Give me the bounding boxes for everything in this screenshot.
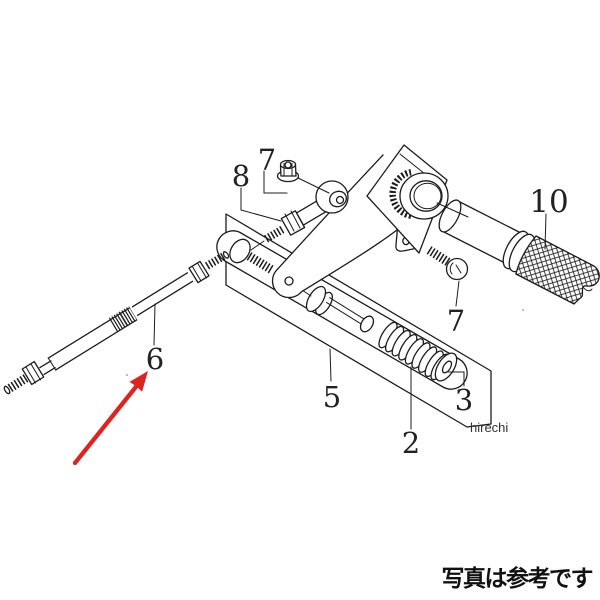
rod-locknut-left <box>21 360 45 386</box>
leader-lines <box>153 170 547 430</box>
shift-rod <box>3 250 230 395</box>
flange-nut <box>276 159 300 183</box>
footpeg <box>436 199 600 305</box>
spline-teeth <box>389 169 412 219</box>
part-label-5: 5 <box>323 380 341 414</box>
part-label-10: 10 <box>529 184 568 220</box>
assembly-axis-line <box>436 202 469 218</box>
part-labels: 8 7 10 7 6 5 2 3 <box>146 143 569 460</box>
pivot-boss <box>389 169 449 220</box>
reference-caption: 写真は参考です <box>442 565 593 592</box>
pivot-hole <box>409 180 443 212</box>
pedal-arm <box>271 154 403 299</box>
part-label-7-top: 7 <box>258 143 276 177</box>
leader-part-7-bottom <box>455 280 460 307</box>
watermark-text: hirechi <box>470 420 508 435</box>
rod-adjuster-knurl <box>108 312 128 332</box>
leader-part-8 <box>240 187 282 222</box>
footpeg-screw <box>426 246 469 281</box>
part-label-7-bottom: 7 <box>447 304 465 338</box>
speckle <box>522 309 524 311</box>
leader-part-3 <box>447 371 465 387</box>
part-label-2: 2 <box>402 426 420 460</box>
rod-locknut-right <box>188 260 210 284</box>
spring-washer <box>434 352 458 382</box>
part-label-8: 8 <box>232 159 250 193</box>
leader-part-5 <box>329 348 332 382</box>
leader-part-7-top <box>263 170 288 194</box>
pivot-bolt <box>229 238 275 274</box>
leader-part-6 <box>153 303 156 346</box>
red-arrow-head <box>129 371 148 392</box>
rod-end-ball-joint <box>263 177 349 243</box>
leader-part-10 <box>544 213 547 250</box>
arm-end-hole <box>284 276 294 286</box>
part-label-3: 3 <box>455 383 473 417</box>
speckle <box>126 374 128 376</box>
red-arrow <box>72 371 148 466</box>
part-label-6: 6 <box>146 342 164 376</box>
